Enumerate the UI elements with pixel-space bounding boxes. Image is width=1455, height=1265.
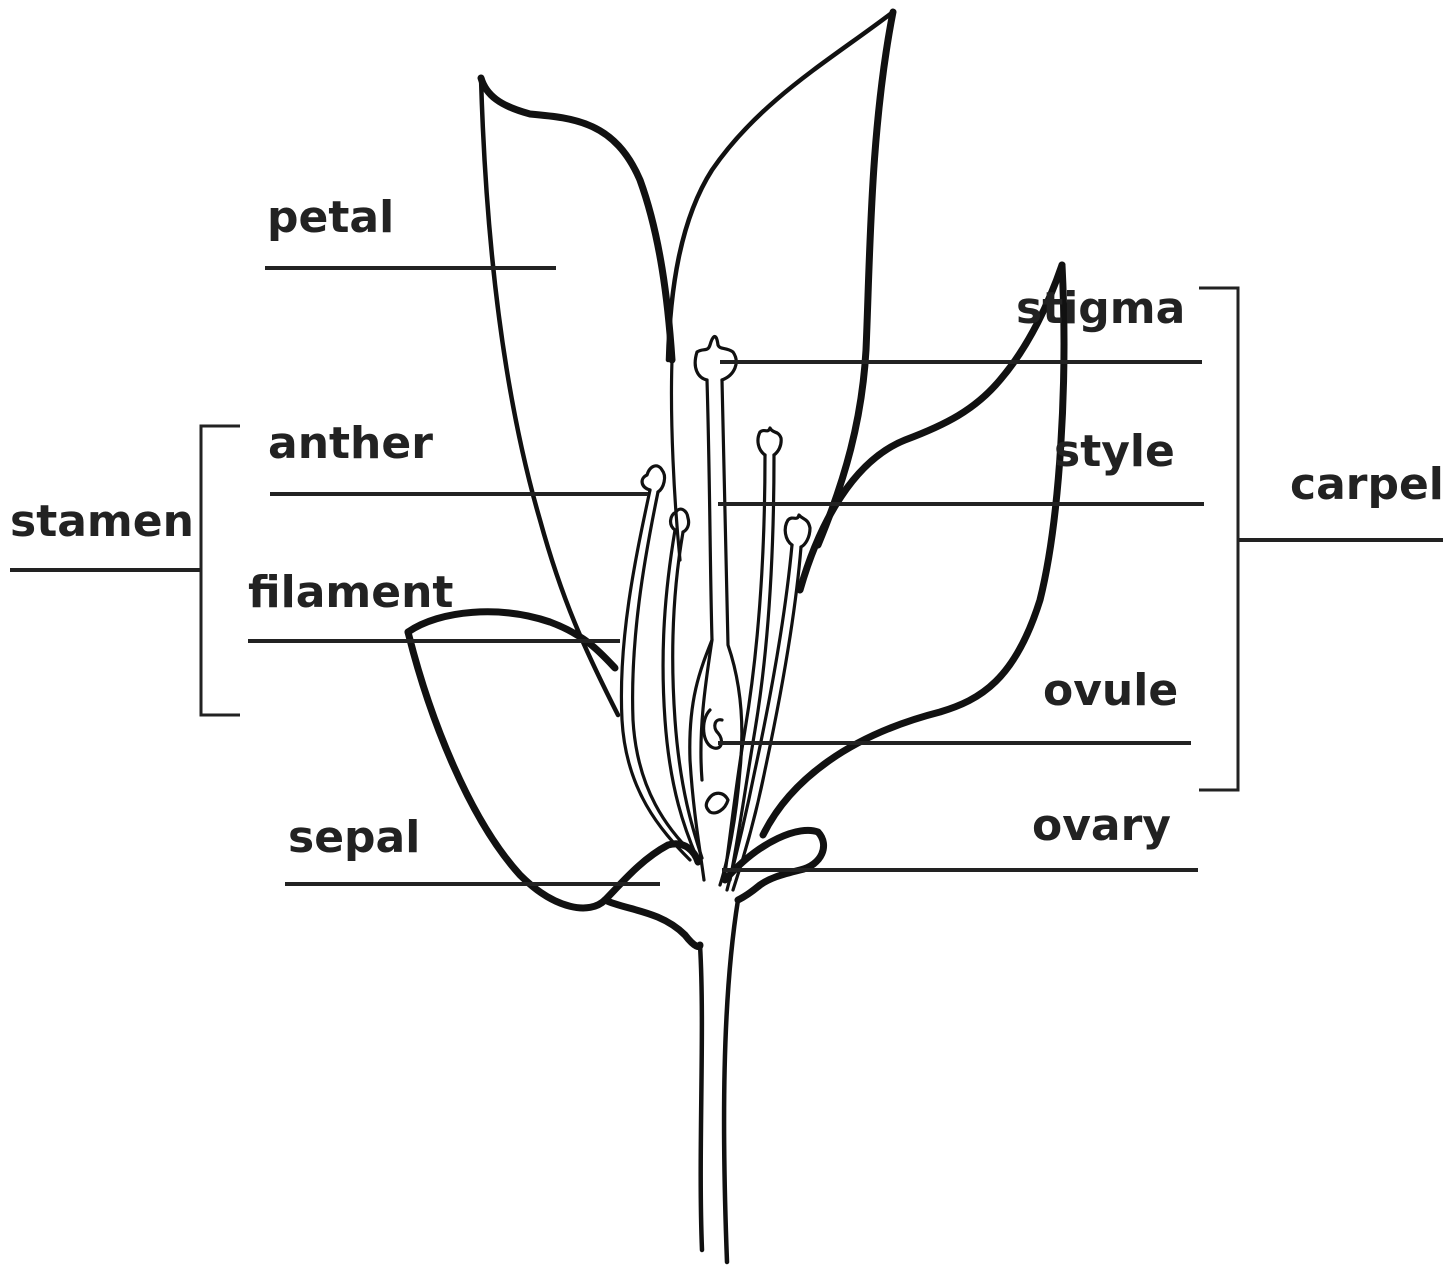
carpel-bracket (1199, 288, 1238, 790)
anther-label: anther (268, 418, 433, 469)
petal-label: petal (267, 192, 394, 243)
left-stamen-2 (663, 530, 697, 858)
stigma-top (695, 336, 736, 380)
right-anther-1 (758, 428, 781, 455)
stem (700, 900, 738, 1262)
stigma-label: stigma (1016, 283, 1185, 334)
center-petal-top (668, 12, 893, 360)
left-anther-1 (642, 466, 664, 492)
right-stamen-1-inner (730, 455, 774, 880)
left-sepal-join (605, 900, 700, 947)
style-label: style (1054, 426, 1175, 477)
labels: petal anther stamen filament sepal stigm… (10, 192, 1444, 863)
flower-illustration (408, 12, 1064, 1262)
ovule-lower (706, 793, 728, 813)
right-anther-2 (785, 515, 810, 547)
center-petal (818, 12, 893, 545)
ovary-body (690, 380, 712, 880)
left-petal (481, 78, 672, 360)
left-stamen-2-inner (673, 532, 702, 858)
filament-label: filament (248, 567, 453, 618)
sepal-label: sepal (288, 812, 420, 863)
left-sepal-edge (408, 632, 698, 908)
ovule-label: ovule (1043, 665, 1178, 716)
stamen-label: stamen (10, 496, 194, 547)
left-anther-2 (671, 509, 689, 532)
ovary-label: ovary (1032, 800, 1171, 851)
carpel-label: carpel (1290, 459, 1444, 510)
stamen-bracket (201, 426, 240, 715)
